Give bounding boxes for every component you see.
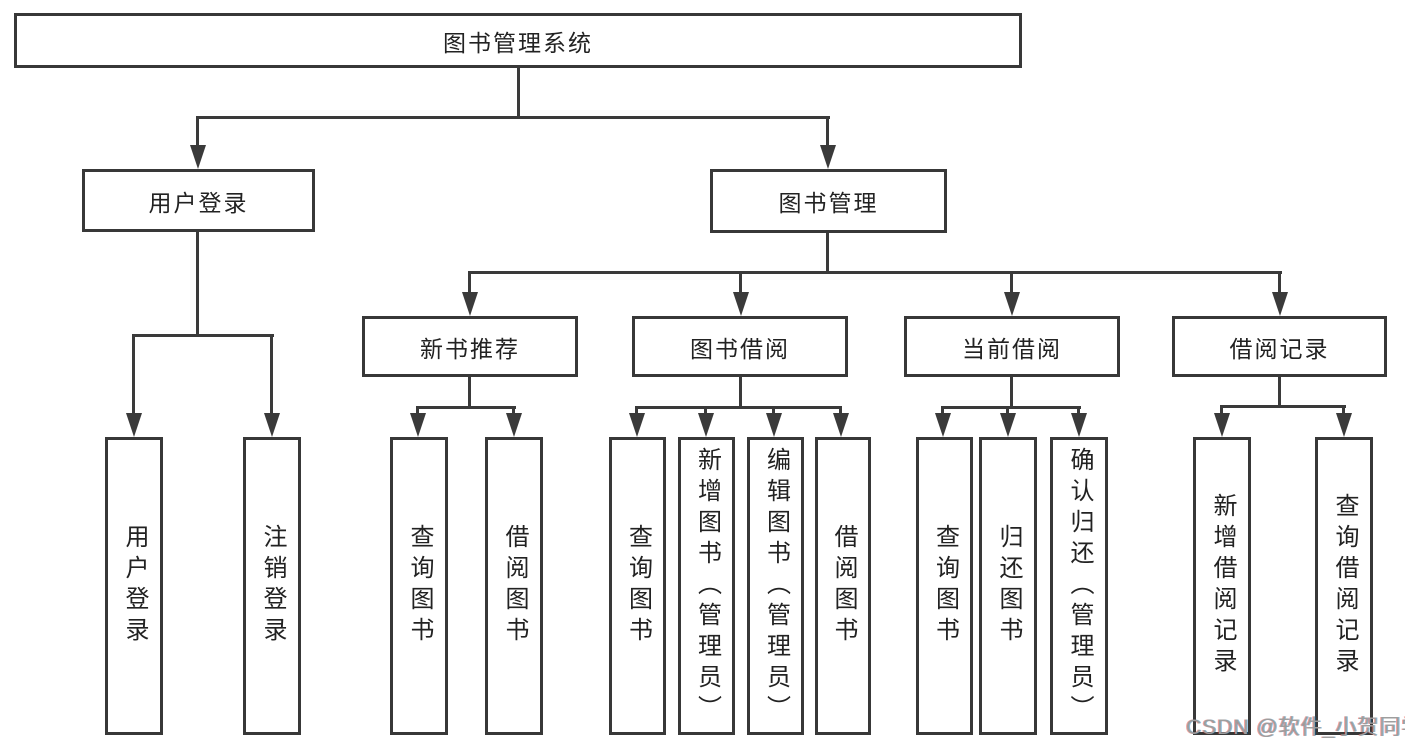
arrow-down-icon [1272, 292, 1288, 316]
connector-line [196, 116, 199, 147]
node-label: 借阅记录 [1229, 335, 1330, 362]
node-edit-book-admin: 编辑图书（管理员） [747, 437, 804, 735]
node-label: 新书推荐 [420, 335, 520, 362]
node-label: 借阅图书 [501, 524, 528, 648]
arrow-down-icon [820, 145, 836, 169]
node-label: 查询图书 [406, 524, 433, 648]
node-confirm-return-admin: 确认归还（管理员） [1050, 437, 1108, 735]
node-label: 归还图书 [995, 524, 1022, 648]
connector-line [468, 271, 471, 295]
node-logout: 注销登录 [243, 437, 301, 735]
arrow-down-icon [1000, 413, 1016, 437]
connector-line [704, 406, 707, 417]
node-label: 用户登录 [148, 189, 249, 216]
arrow-down-icon [935, 413, 951, 437]
node-label: 图书借阅 [690, 335, 790, 362]
node-label: 新增图书（管理员） [693, 446, 721, 726]
arrow-down-icon [629, 413, 645, 437]
connector-line [941, 406, 944, 417]
connector-line [1006, 406, 1009, 417]
node-borrow-books-borrowing: 借阅图书 [815, 437, 871, 735]
connector-line [1220, 405, 1223, 418]
connector-line [517, 68, 520, 119]
arrow-down-icon [833, 413, 849, 437]
node-label: 借阅图书 [830, 524, 857, 648]
connector-line [739, 271, 742, 295]
node-label: 查询借阅记录 [1331, 493, 1358, 679]
node-label: 查询图书 [624, 524, 652, 648]
connector-line [196, 116, 830, 119]
arrow-down-icon [1336, 413, 1352, 437]
connector-line [468, 377, 471, 408]
connector-line [826, 116, 829, 147]
connector-line [1010, 271, 1013, 295]
arrow-down-icon [1004, 292, 1020, 316]
arrow-down-icon [506, 413, 522, 437]
arrow-down-icon [410, 413, 426, 437]
node-borrowing-records: 借阅记录 [1172, 316, 1387, 377]
node-label: 确认归还（管理员） [1066, 446, 1093, 726]
connector-line [1278, 271, 1281, 295]
arrow-down-icon [766, 413, 782, 437]
node-borrow-books-recommend: 借阅图书 [485, 437, 543, 735]
connector-line [635, 406, 638, 417]
connector-line [132, 334, 135, 415]
node-label: 新增借阅记录 [1209, 493, 1236, 679]
node-add-borrow-record: 新增借阅记录 [1193, 437, 1251, 735]
connector-line [739, 377, 742, 408]
connector-line [270, 334, 273, 415]
watermark-text: CSDN @软件_小贺同学 [1186, 716, 1405, 739]
connector-line [772, 406, 775, 417]
arrow-down-icon [190, 145, 206, 169]
node-add-book-admin: 新增图书（管理员） [678, 437, 735, 735]
arrow-down-icon [698, 413, 714, 437]
node-library-management-system: 图书管理系统 [14, 13, 1022, 68]
node-query-books-current: 查询图书 [916, 437, 973, 735]
node-label: 用户登录 [121, 524, 148, 648]
node-new-book-recommend: 新书推荐 [362, 316, 578, 377]
connector-line [1010, 377, 1013, 408]
connector-line [1342, 405, 1345, 418]
connector-line [416, 406, 419, 417]
arrow-down-icon [126, 413, 142, 437]
node-user-login: 用户登录 [82, 169, 315, 232]
node-query-borrow-record: 查询借阅记录 [1315, 437, 1373, 735]
node-label: 注销登录 [259, 524, 286, 648]
arrow-down-icon [1214, 413, 1230, 437]
connector-line [512, 406, 515, 417]
connector-line [839, 406, 842, 417]
connector-line [635, 406, 842, 409]
node-current-borrowing: 当前借阅 [904, 316, 1120, 377]
connector-line [196, 232, 199, 335]
node-user-login-leaf: 用户登录 [105, 437, 163, 735]
node-book-borrowing: 图书借阅 [632, 316, 848, 377]
connector-line [941, 406, 1081, 409]
node-label: 查询图书 [931, 524, 959, 648]
arrow-down-icon [733, 292, 749, 316]
node-label: 图书管理系统 [443, 29, 593, 56]
connector-line [1220, 405, 1346, 408]
connector-line [1077, 406, 1080, 417]
node-label: 当前借阅 [962, 335, 1062, 362]
arrow-down-icon [264, 413, 280, 437]
connector-line [826, 233, 829, 273]
node-label: 图书管理 [778, 190, 879, 216]
arrow-down-icon [462, 292, 478, 316]
node-book-management: 图书管理 [710, 169, 947, 233]
node-label: 编辑图书（管理员） [762, 446, 790, 726]
connector-line [132, 334, 274, 337]
node-query-books-borrowing: 查询图书 [609, 437, 666, 735]
connector-line [468, 271, 1282, 274]
connector-line [416, 406, 516, 409]
node-query-books-recommend: 查询图书 [390, 437, 448, 735]
connector-line [1278, 377, 1281, 407]
node-return-book: 归还图书 [979, 437, 1037, 735]
arrow-down-icon [1071, 413, 1087, 437]
